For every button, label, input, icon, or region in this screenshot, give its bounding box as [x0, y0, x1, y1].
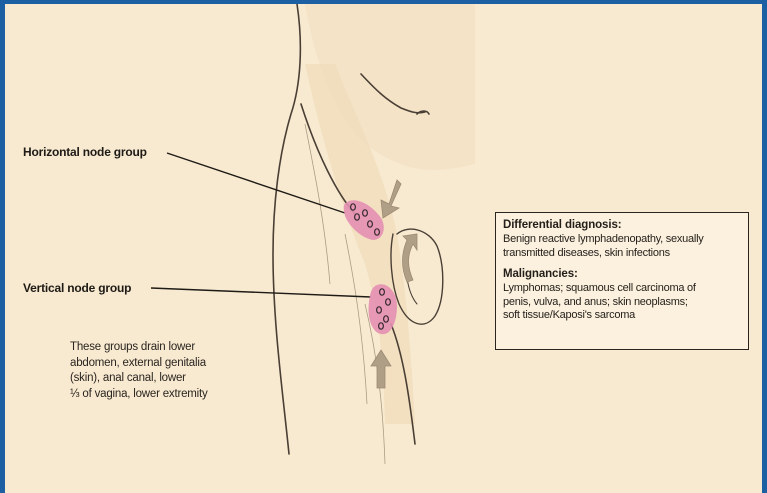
malignancies-line: Lymphomas; squamous cell carcinoma of	[503, 282, 742, 296]
horizontal-node-group-label: Horizontal node group	[23, 145, 147, 159]
horizontal-leader-line	[167, 153, 345, 213]
malignancies-line: penis, vulva, and anus; skin neoplasms;	[503, 296, 742, 310]
differential-diagnosis-title: Differential diagnosis:	[503, 219, 742, 231]
drainage-note-line: These groups drain lower	[70, 340, 270, 356]
drainage-note: These groups drain lower abdomen, extern…	[70, 340, 270, 402]
drainage-note-line: ⅓ of vagina, lower extremity	[70, 387, 270, 403]
differential-diagnosis-line: transmitted diseases, skin infections	[503, 247, 742, 261]
vertical-leader-line	[151, 288, 371, 297]
section-spacer	[503, 260, 742, 268]
malignancies-line: soft tissue/Kaposi's sarcoma	[503, 309, 742, 323]
arrow-from-genitals	[403, 234, 418, 282]
differential-diagnosis-line: Benign reactive lymphadenopathy, sexuall…	[503, 233, 742, 247]
illustration-panel: Horizontal node group Vertical node grou…	[5, 4, 762, 493]
hip-contour	[273, 4, 300, 454]
vertical-node-cluster	[369, 284, 398, 334]
diagnosis-box: Differential diagnosis: Benign reactive …	[495, 212, 749, 350]
malignancies-title: Malignancies:	[503, 268, 742, 280]
vertical-node-group	[369, 284, 398, 334]
drainage-note-line: abdomen, external genitalia	[70, 356, 270, 372]
drainage-note-line: (skin), anal canal, lower	[70, 371, 270, 387]
vertical-node-group-label: Vertical node group	[23, 281, 131, 295]
